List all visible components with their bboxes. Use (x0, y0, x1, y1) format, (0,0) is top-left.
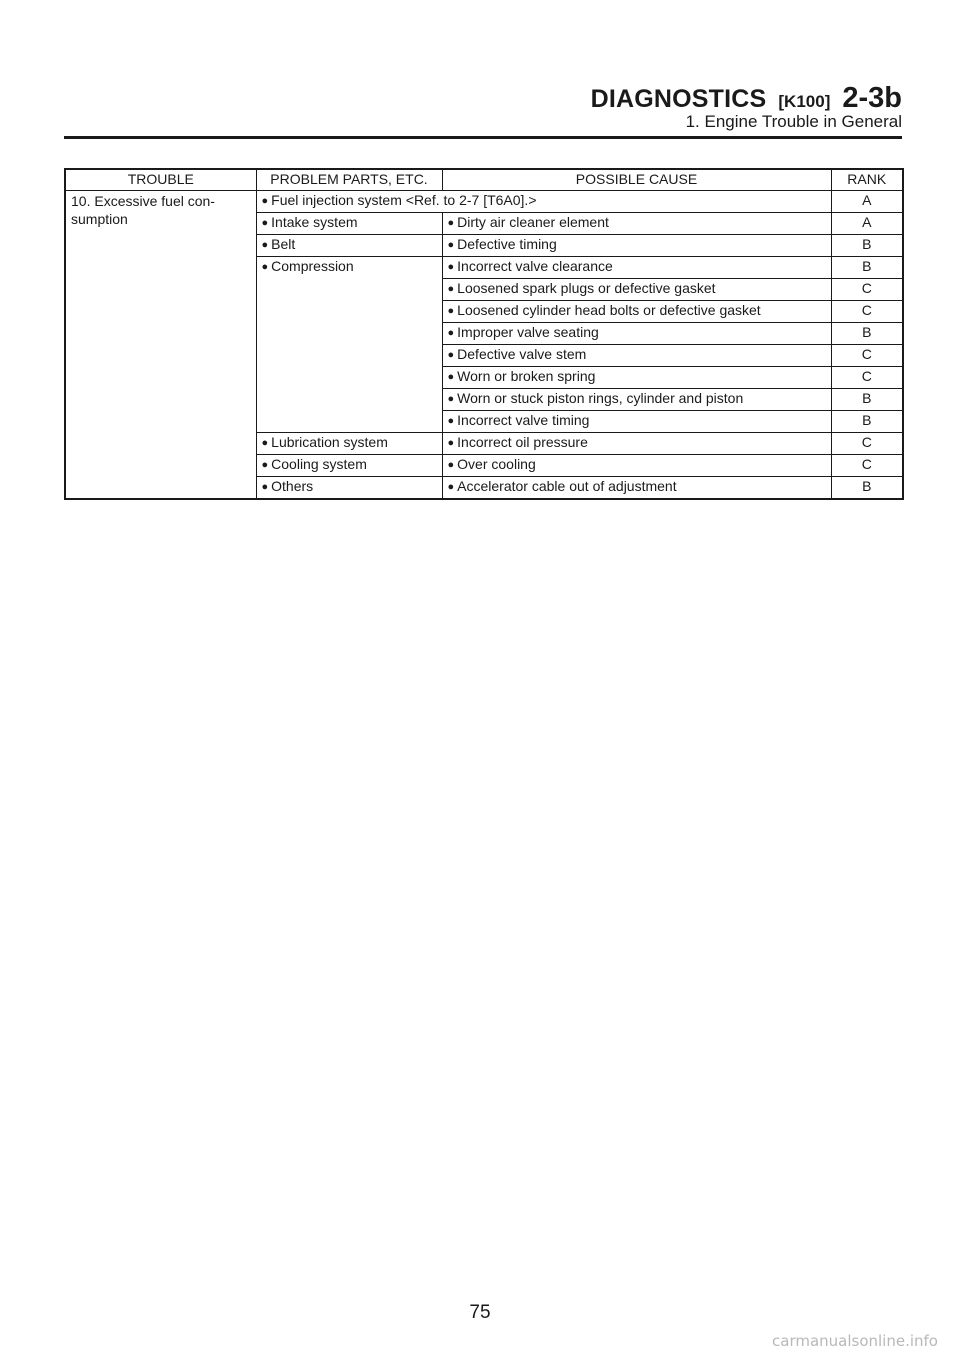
rank-cell: B (830, 322, 904, 345)
header-title-line: DIAGNOSTICS [K100] 2-3b (591, 82, 902, 115)
possible-cause-text: Accelerator cable out of adjustment (457, 478, 677, 494)
possible-cause-text: Loosened cylinder head bolts or defectiv… (457, 302, 761, 318)
column-header-cause: POSSIBLE CAUSE (441, 168, 832, 191)
possible-cause-cell: ●Defective timing (441, 234, 832, 257)
possible-cause-cell: ●Incorrect valve clearance (441, 256, 832, 279)
problem-part-text: Belt (271, 236, 296, 252)
rank-cell: A (830, 190, 904, 213)
rank-cell: B (830, 410, 904, 433)
bullet-icon: ● (261, 217, 269, 229)
table-row: ●Improper valve seating B (65, 322, 904, 345)
possible-cause-cell: ●Accelerator cable out of adjustment (441, 476, 832, 500)
bullet-icon: ● (447, 327, 455, 339)
page-number: 75 (469, 1302, 491, 1323)
problem-part-cell: ●Belt (255, 234, 443, 257)
possible-cause-text: Defective timing (457, 236, 557, 252)
table-row: ●Incorrect valve timing B (65, 410, 904, 433)
table-row: ●Lubrication system ●Incorrect oil press… (65, 432, 904, 455)
possible-cause-text: Worn or broken spring (457, 368, 596, 384)
bullet-icon: ● (447, 349, 455, 361)
section-number: 2-3b (842, 82, 902, 114)
possible-cause-text: Incorrect valve clearance (457, 258, 613, 274)
possible-cause-cell: ●Worn or stuck piston rings, cylinder an… (441, 388, 832, 411)
bullet-icon: ● (261, 481, 269, 493)
problem-part-cell: ●Cooling system (255, 454, 443, 477)
possible-cause-cell: ●Defective valve stem (441, 344, 832, 367)
column-header-trouble: TROUBLE (64, 168, 257, 191)
rank-cell: A (830, 212, 904, 235)
bullet-icon: ● (447, 305, 455, 317)
possible-cause-cell: ●Over cooling (441, 454, 832, 477)
table-row: ●Intake system ●Dirty air cleaner elemen… (65, 212, 904, 235)
section-code: [K100] (778, 92, 831, 111)
trouble-cell: 10. Excessive fuel con- sumption (64, 190, 257, 500)
section-title: DIAGNOSTICS (590, 85, 767, 113)
table-row: 10. Excessive fuel con- sumption ●Fuel i… (64, 190, 904, 500)
table-row: ●Loosened spark plugs or defective gaske… (65, 278, 904, 301)
column-header-parts: PROBLEM PARTS, ETC. (255, 168, 443, 191)
rank-cell: C (830, 366, 904, 389)
bullet-icon: ● (261, 261, 269, 273)
rank-cell: C (830, 432, 904, 455)
watermark: carmanualsonline.info (772, 1332, 938, 1350)
problem-part-cell: ●Fuel injection system <Ref. to 2-7 [T6A… (255, 190, 832, 213)
bullet-icon: ● (447, 217, 455, 229)
bullet-icon: ● (447, 283, 455, 295)
bullet-icon: ● (447, 481, 455, 493)
bullet-icon: ● (447, 415, 455, 427)
possible-cause-cell: ●Loosened cylinder head bolts or defecti… (441, 300, 832, 323)
rank-cell: C (830, 278, 904, 301)
possible-cause-text: Defective valve stem (457, 346, 587, 362)
possible-cause-cell: ●Worn or broken spring (441, 366, 832, 389)
rank-cell: C (830, 344, 904, 367)
bullet-icon: ● (261, 195, 269, 207)
problem-part-cell: ●Compression (255, 256, 443, 433)
bullet-icon: ● (447, 239, 455, 251)
rank-cell: B (830, 256, 904, 279)
table-header-row: TROUBLE PROBLEM PARTS, ETC. POSSIBLE CAU… (64, 168, 904, 191)
rank-cell: C (830, 454, 904, 477)
possible-cause-text: Loosened spark plugs or defective gasket (457, 280, 716, 296)
header-divider (64, 136, 902, 139)
possible-cause-text: Improper valve seating (457, 324, 599, 340)
problem-part-text: Lubrication system (271, 434, 388, 450)
problem-part-text: Cooling system (271, 456, 367, 472)
bullet-icon: ● (261, 437, 269, 449)
problem-part-text: Compression (271, 258, 354, 274)
possible-cause-text: Worn or stuck piston rings, cylinder and… (457, 390, 744, 406)
possible-cause-text: Over cooling (457, 456, 536, 472)
bullet-icon: ● (447, 261, 455, 273)
possible-cause-cell: ●Incorrect valve timing (441, 410, 832, 433)
rank-cell: B (830, 234, 904, 257)
possible-cause-cell: ●Incorrect oil pressure (441, 432, 832, 455)
diagnostics-table: TROUBLE PROBLEM PARTS, ETC. POSSIBLE CAU… (64, 168, 904, 500)
problem-part-text: Intake system (271, 214, 358, 230)
problem-part-cell: ●Lubrication system (255, 432, 443, 455)
possible-cause-cell: ●Improper valve seating (441, 322, 832, 345)
rank-cell: B (830, 476, 904, 500)
section-subtitle: 1. Engine Trouble in General (685, 112, 902, 131)
possible-cause-cell: ●Dirty air cleaner element (441, 212, 832, 235)
possible-cause-text: Incorrect oil pressure (457, 434, 588, 450)
table-row: ●Compression ●Incorrect valve clearance … (65, 256, 904, 433)
possible-cause-text: Dirty air cleaner element (457, 214, 609, 230)
possible-cause-text: Incorrect valve timing (457, 412, 590, 428)
problem-part-text: Fuel injection system <Ref. to 2-7 [T6A0… (271, 192, 537, 208)
table-row: ●Others ●Accelerator cable out of adjust… (65, 476, 904, 500)
rank-cell: B (830, 388, 904, 411)
bullet-icon: ● (447, 371, 455, 383)
bullet-icon: ● (447, 393, 455, 405)
problem-part-text: Others (271, 478, 314, 494)
table-row: ●Cooling system ●Over cooling C (65, 454, 904, 477)
rank-cell: C (830, 300, 904, 323)
bullet-icon: ● (447, 459, 455, 471)
problem-part-cell: ●Others (255, 476, 443, 500)
bullet-icon: ● (261, 239, 269, 251)
bullet-icon: ● (261, 459, 269, 471)
bullet-icon: ● (447, 437, 455, 449)
table-row: ●Worn or broken spring C (65, 366, 904, 389)
problem-part-cell: ●Intake system (255, 212, 443, 235)
column-header-rank: RANK (830, 168, 904, 191)
possible-cause-cell: ●Loosened spark plugs or defective gaske… (441, 278, 832, 301)
